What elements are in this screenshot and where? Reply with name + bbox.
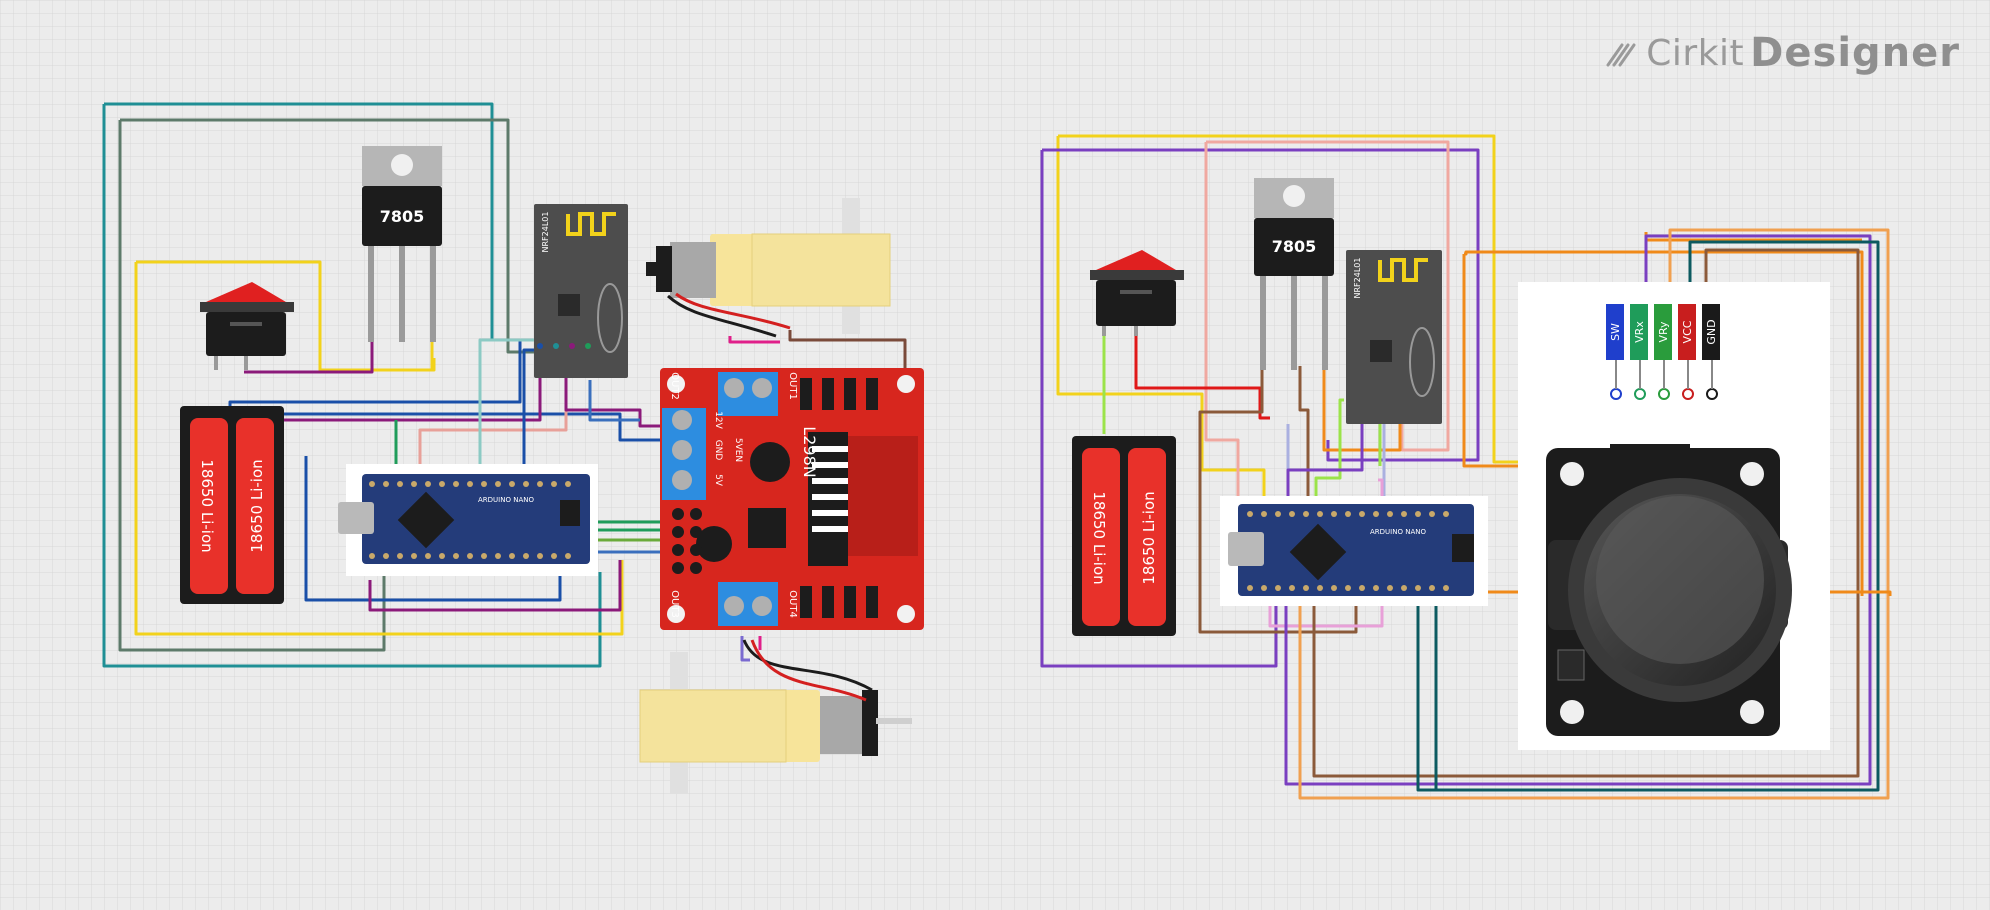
dc-motor-bottom[interactable] — [639, 639, 912, 794]
battery-pack-right[interactable]: 18650 Li-ion 18650 Li-ion — [1072, 436, 1176, 636]
driver-chip-label: L298N — [800, 426, 819, 477]
joystick-pin-vcc: VCC — [1681, 320, 1694, 343]
logo-icon — [1606, 43, 1636, 67]
left-wires[interactable] — [102, 102, 907, 668]
driver-5ven-label: 5VEN — [733, 438, 743, 462]
regulator-label-right: 7805 — [1272, 237, 1317, 256]
left-circuit: 7805 18650 Li-ion 18650 Li-ion — [102, 102, 924, 794]
regulator-label: 7805 — [380, 207, 425, 226]
battery-label-right-1: 18650 Li-ion — [1090, 491, 1108, 584]
brand-name-part1: Cirkit — [1646, 32, 1745, 74]
nano-label: ARDUINO NANO — [478, 496, 534, 504]
motor-driver-l298n[interactable]: L298N OUT1 OUT2 OUT3 OUT4 12V GND 5V 5VE… — [660, 368, 924, 630]
voltage-regulator-right[interactable]: 7805 — [1254, 178, 1334, 370]
driver-out2-label: OUT2 — [669, 372, 680, 400]
power-switch-left[interactable] — [200, 282, 294, 370]
rf-module-left[interactable]: NRF24L01 — [534, 204, 628, 378]
power-switch-right[interactable] — [1090, 250, 1184, 336]
battery-label-1: 18650 Li-ion — [198, 459, 216, 552]
driver-out3-label: OUT3 — [669, 590, 680, 618]
joystick-pin-vry: VRy — [1657, 321, 1670, 343]
joystick-pin-gnd: GND — [1705, 319, 1718, 344]
rf-module-label: NRF24L01 — [541, 212, 550, 253]
driver-5v-label: 5V — [713, 474, 723, 487]
rf-module-right[interactable]: NRF24L01 — [1346, 250, 1442, 424]
nano-label-right: ARDUINO NANO — [1370, 528, 1426, 536]
driver-gnd-label: GND — [713, 440, 723, 461]
driver-out1-label: OUT1 — [787, 372, 798, 400]
voltage-regulator-left[interactable]: 7805 — [362, 146, 442, 342]
arduino-nano-right[interactable]: ARDUINO NANO — [1220, 496, 1488, 606]
battery-pack-left[interactable]: 18650 Li-ion 18650 Li-ion — [180, 406, 284, 604]
driver-out4-label: OUT4 — [787, 590, 798, 618]
driver-12v-label: 12V — [713, 411, 723, 429]
battery-label-right-2: 18650 Li-ion — [1140, 491, 1158, 584]
battery-label-2: 18650 Li-ion — [248, 459, 266, 552]
brand-name-part2: Designer — [1750, 30, 1960, 76]
joystick-pin-vrx: VRx — [1633, 321, 1646, 343]
arduino-nano-left[interactable]: ARDUINO NANO — [338, 464, 598, 576]
joystick-module[interactable]: SW VRx VRy VCC GND — [1518, 282, 1830, 750]
joystick-pin-sw: SW — [1609, 323, 1622, 341]
cirkit-designer-logo: Cirkit Designer — [1604, 30, 1960, 76]
rf-module-label-right: NRF24L01 — [1353, 258, 1362, 299]
dc-motor-top[interactable] — [646, 198, 891, 338]
right-circuit: 7805 18650 Li-ion 18650 Li-ion — [1040, 134, 1892, 800]
